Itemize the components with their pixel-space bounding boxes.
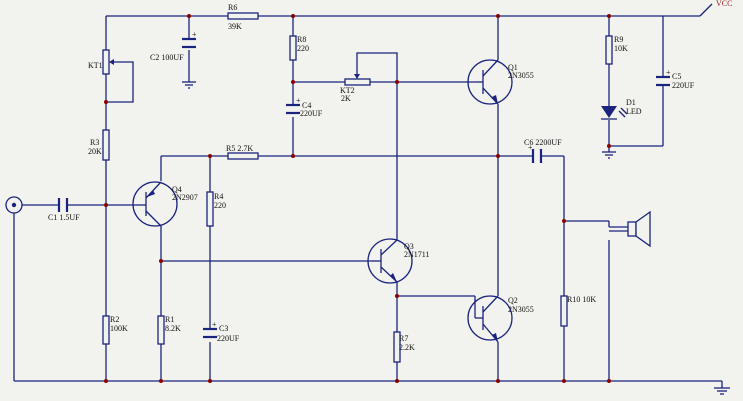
vcc-label: VCC (716, 0, 732, 8)
resistor-r7: R7 2.2K (393, 331, 415, 363)
ground-symbol-main (714, 387, 730, 395)
resistor-r3: R3 20K (88, 129, 110, 161)
c4-ref: C4 (302, 101, 311, 110)
resistor-r6: R6 39K (227, 3, 259, 31)
r1-value: 8.2K (165, 324, 181, 333)
kt1-ref: KT1 (88, 61, 103, 70)
r9-value: 10K (614, 44, 628, 53)
q4-part: 2N2907 (172, 193, 198, 202)
r6-ref: R6 (228, 3, 237, 12)
capacitor-c1: C1 1.5UF (48, 198, 80, 222)
svg-text:+: + (528, 143, 533, 152)
resistor-r8: R8 220 (289, 35, 309, 61)
r2-value: 100K (110, 324, 128, 333)
wires (13, 3, 723, 388)
resistor-r2: R2 100K (102, 315, 128, 345)
kt2-ref: KT2 (340, 86, 355, 95)
capacitor-c3: + C3 220UF (203, 320, 240, 343)
r3-ref: R3 (90, 138, 99, 147)
c2-label: C2 100UF (150, 53, 184, 62)
d1-part: LED (626, 107, 642, 116)
r3-value: 20K (88, 147, 102, 156)
capacitor-c2: + C2 100UF (150, 30, 197, 62)
r2-ref: R2 (110, 315, 119, 324)
capacitor-c4: + C4 220UF (286, 96, 323, 118)
c5-ref: C5 (672, 72, 681, 81)
svg-text:+: + (296, 96, 301, 105)
transistor-q2: Q2 2N3055 (467, 295, 534, 343)
input-jack (5, 196, 23, 214)
r6-value: 39K (228, 22, 242, 31)
q1-part: 2N3055 (508, 71, 534, 80)
c4-value: 220UF (300, 109, 323, 118)
q4-ref: Q4 (172, 185, 182, 194)
ground-symbol-led (602, 151, 616, 159)
q2-part: 2N3055 (508, 305, 534, 314)
resistor-r4: R4 220 (206, 191, 226, 227)
ground-symbol-c2 (182, 81, 196, 89)
speaker-icon (609, 210, 651, 248)
c6-label: C6 2200UF (524, 138, 562, 147)
transistor-q4: Q4 2N2907 (132, 181, 198, 227)
c3-value: 220UF (217, 334, 240, 343)
resistor-r1: R1 8.2K (157, 315, 181, 345)
resistor-r9: R9 10K (605, 35, 628, 65)
r10-label: R10 10K (567, 295, 596, 304)
r8-value: 220 (297, 44, 309, 53)
led-d1: D1 LED (601, 98, 642, 120)
svg-text:+: + (212, 320, 217, 329)
q1-ref: Q1 (508, 63, 518, 72)
r7-value: 2.2K (399, 343, 415, 352)
q3-ref: Q3 (404, 242, 414, 251)
r8-ref: R8 (297, 35, 306, 44)
transistor-q1: Q1 2N3055 (467, 59, 534, 105)
resistor-r10: R10 10K (560, 295, 596, 327)
svg-text:+: + (192, 30, 197, 39)
capacitor-c5: + C5 220UF (656, 68, 695, 90)
d1-ref: D1 (626, 98, 636, 107)
c3-ref: C3 (219, 324, 228, 333)
c1-label: C1 1.5UF (48, 213, 80, 222)
r1-ref: R1 (165, 315, 174, 324)
kt2-value: 2K (341, 94, 351, 103)
r4-value: 220 (214, 201, 226, 210)
transistor-q3: Q3 2N1711 (367, 238, 429, 284)
capacitor-c6: + C6 2200UF (524, 138, 562, 163)
r5-label: R5 2.7K (226, 144, 253, 153)
r7-ref: R7 (399, 334, 408, 343)
r9-ref: R9 (614, 35, 623, 44)
r4-ref: R4 (214, 192, 223, 201)
potentiometer-kt1: KT1 (88, 49, 114, 75)
q3-part: 2N1711 (404, 250, 429, 259)
resistor-r5: R5 2.7K (226, 144, 259, 160)
q2-ref: Q2 (508, 296, 518, 305)
svg-text:+: + (666, 68, 671, 77)
junction-dots (104, 14, 611, 383)
potentiometer-kt2: KT2 2K (340, 74, 371, 103)
c5-value: 220UF (672, 81, 695, 90)
